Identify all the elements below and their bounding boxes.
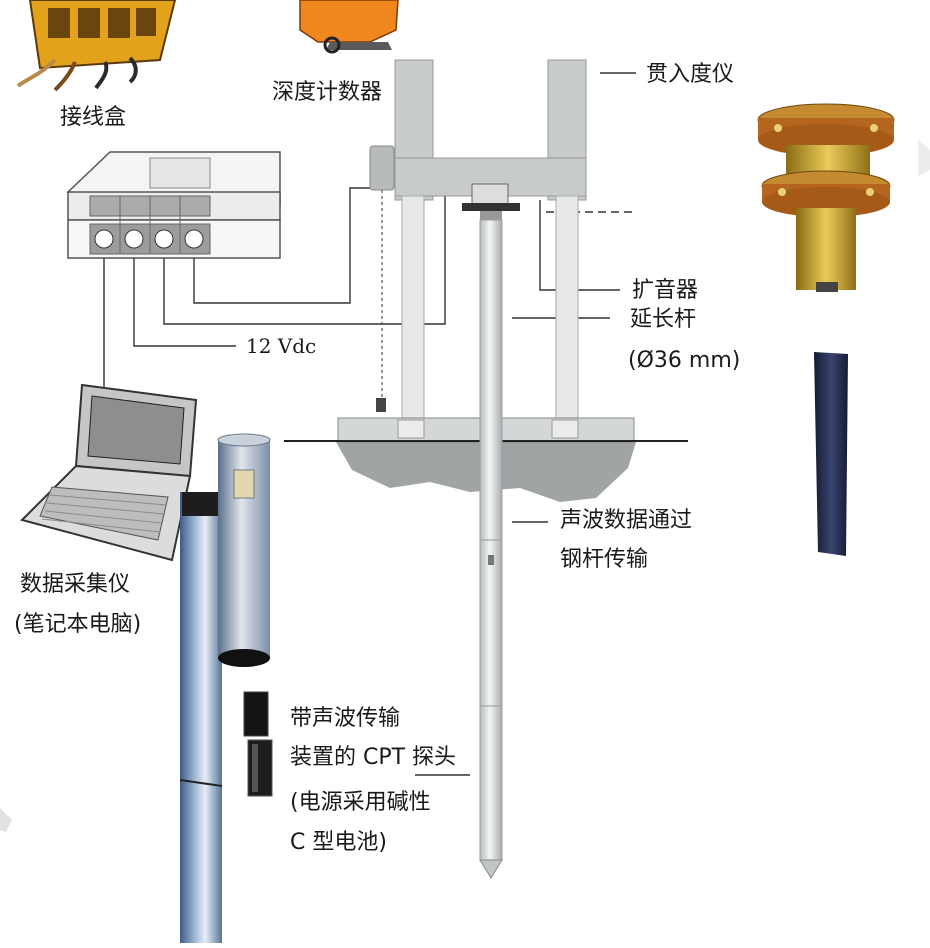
brass-connector-photo bbox=[757, 103, 895, 292]
label-acoustic-line2: 钢杆传输 bbox=[560, 547, 649, 572]
label-extension-rod: 延长杆 bbox=[630, 307, 697, 332]
penetrometer-frame bbox=[369, 59, 587, 419]
label-logger-line1: 数据采集仪 bbox=[20, 572, 131, 597]
junction-box-photo bbox=[16, 0, 177, 92]
label-probe-line4: C 型电池) bbox=[290, 830, 387, 855]
label-probe-line2: 装置的 CPT 探头 bbox=[290, 745, 457, 770]
label-junction-box: 接线盒 bbox=[60, 105, 127, 130]
extension-rod bbox=[479, 219, 503, 879]
label-depth-counter: 深度计数器 bbox=[272, 80, 383, 105]
label-amplifier: 扩音器 bbox=[632, 278, 699, 303]
cpt-probe-photo bbox=[179, 433, 271, 943]
label-probe-line1: 带声波传输 bbox=[290, 706, 401, 731]
label-logger-line2: (笔记本电脑) bbox=[14, 612, 142, 637]
depth-counter-photo bbox=[299, 0, 399, 54]
page-mark bbox=[918, 140, 930, 176]
laptop-icon bbox=[20, 383, 198, 562]
interface-box bbox=[66, 151, 281, 259]
label-voltage: 12 Vdc bbox=[246, 334, 317, 358]
label-acoustic-line1: 声波数据通过 bbox=[560, 508, 693, 533]
dark-rod-photo bbox=[814, 352, 848, 556]
battery-icon bbox=[243, 691, 273, 797]
label-penetrometer: 贯入度仪 bbox=[646, 62, 735, 87]
label-rod-diameter: (Ø36 mm) bbox=[628, 348, 741, 373]
label-probe-line3: (电源采用碱性 bbox=[290, 790, 431, 815]
page-mark bbox=[0, 808, 12, 832]
